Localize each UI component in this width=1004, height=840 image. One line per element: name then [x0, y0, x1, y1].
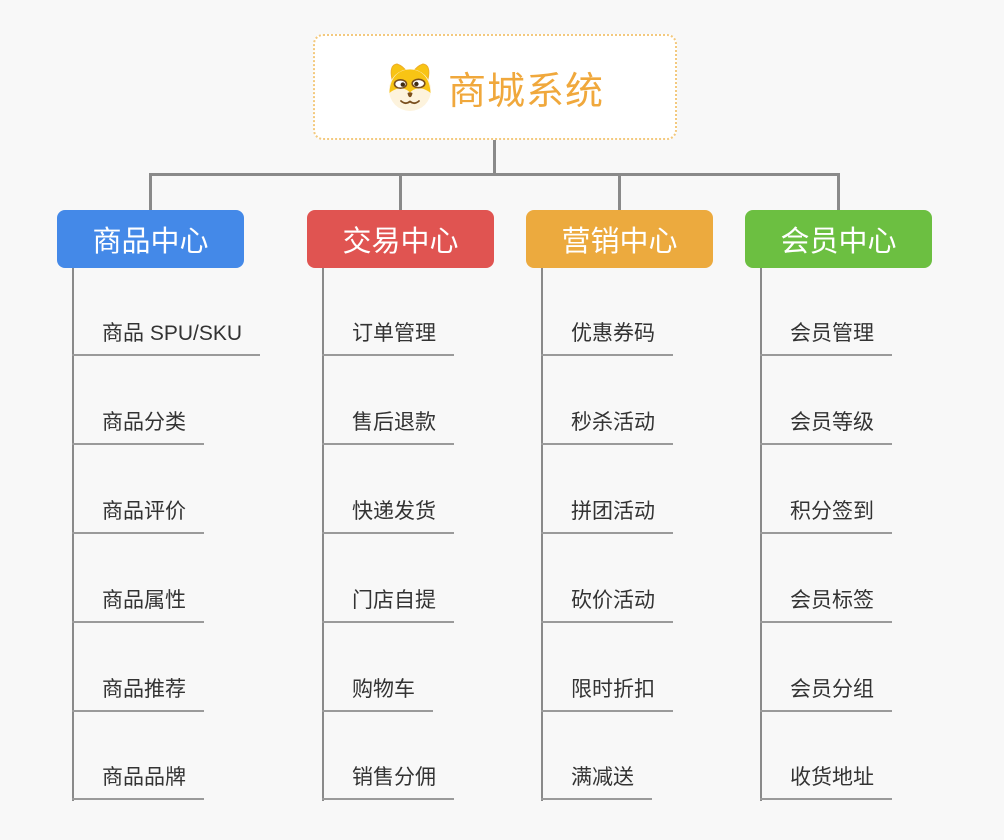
branch-node-2[interactable]: 交易中心 — [307, 210, 494, 268]
branch-column-line — [322, 268, 324, 801]
sub-item[interactable]: 砍价活动 — [541, 586, 673, 623]
sub-item[interactable]: 拼团活动 — [541, 497, 673, 534]
root-title: 商城系统 — [447, 70, 604, 113]
branch-node-1[interactable]: 商品中心 — [57, 210, 244, 268]
sub-item[interactable]: 售后退款 — [322, 408, 454, 445]
sub-item[interactable]: 销售分佣 — [322, 763, 454, 800]
sub-item[interactable]: 门店自提 — [322, 586, 454, 623]
sub-item[interactable]: 秒杀活动 — [541, 408, 673, 445]
connector-drop — [399, 176, 402, 210]
sub-item[interactable]: 优惠券码 — [541, 319, 673, 356]
sub-item[interactable]: 会员等级 — [760, 408, 892, 445]
connector-root-stub — [493, 140, 496, 174]
connector-drop — [837, 176, 840, 210]
doge-icon — [386, 62, 434, 112]
sub-item[interactable]: 商品品牌 — [72, 763, 204, 800]
sub-item[interactable]: 会员标签 — [760, 586, 892, 623]
connector-drop — [149, 176, 152, 210]
sub-item[interactable]: 满减送 — [541, 763, 652, 800]
sub-item[interactable]: 购物车 — [322, 675, 433, 712]
sub-item[interactable]: 收货地址 — [760, 763, 892, 800]
sub-item[interactable]: 限时折扣 — [541, 675, 673, 712]
sub-item[interactable]: 订单管理 — [322, 319, 454, 356]
sub-item[interactable]: 商品分类 — [72, 408, 204, 445]
branch-label: 营销中心 — [561, 226, 678, 258]
branch-column-line — [760, 268, 762, 801]
sub-item[interactable]: 会员管理 — [760, 319, 892, 356]
connector-drop — [618, 176, 621, 210]
branch-label: 会员中心 — [780, 226, 897, 258]
sub-item[interactable]: 积分签到 — [760, 497, 892, 534]
branch-label: 交易中心 — [342, 226, 459, 258]
sub-item[interactable]: 会员分组 — [760, 675, 892, 712]
connector-horizontal — [149, 173, 840, 176]
branch-label: 商品中心 — [92, 226, 209, 258]
branch-node-4[interactable]: 会员中心 — [745, 210, 932, 268]
branch-node-3[interactable]: 营销中心 — [526, 210, 713, 268]
branch-column-line — [72, 268, 74, 801]
sub-item[interactable]: 商品评价 — [72, 497, 204, 534]
sub-item[interactable]: 商品 SPU/SKU — [72, 319, 261, 356]
branch-column-line — [541, 268, 543, 801]
sub-item[interactable]: 商品属性 — [72, 586, 204, 623]
sub-item[interactable]: 商品推荐 — [72, 675, 204, 712]
root-node[interactable]: 商城系统 — [313, 34, 677, 140]
sub-item[interactable]: 快递发货 — [322, 497, 454, 534]
